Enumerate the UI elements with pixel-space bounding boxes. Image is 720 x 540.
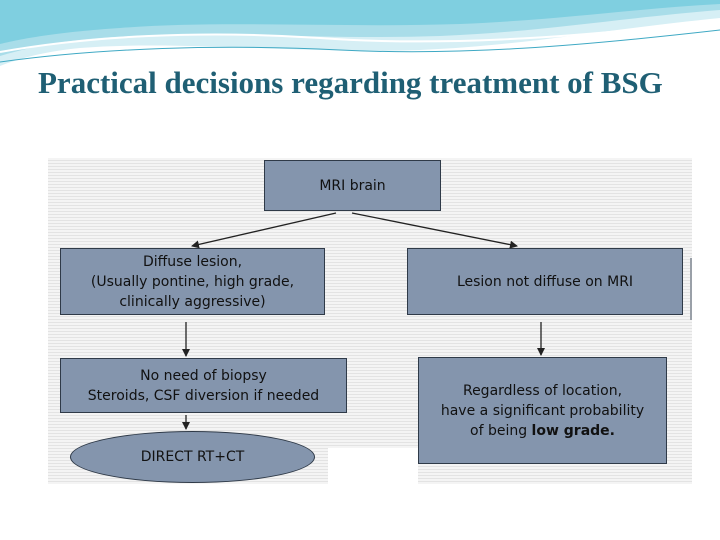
no-biopsy-box: No need of biopsy Steroids, CSF diversio…	[60, 358, 347, 413]
panel-edge-line	[690, 258, 692, 320]
mri-brain-box: MRI brain	[264, 160, 441, 211]
diffuse-lesion-box: Diffuse lesion, (Usually pontine, high g…	[60, 248, 325, 315]
header-wave-decoration	[0, 0, 720, 66]
not-diffuse-box: Lesion not diffuse on MRI	[407, 248, 683, 315]
low-grade-box: Regardless of location, have a significa…	[418, 357, 667, 464]
slide-title: Practical decisions regarding treatment …	[38, 65, 663, 100]
direct-rt-ct-ellipse: DIRECT RT+CT	[70, 431, 315, 483]
